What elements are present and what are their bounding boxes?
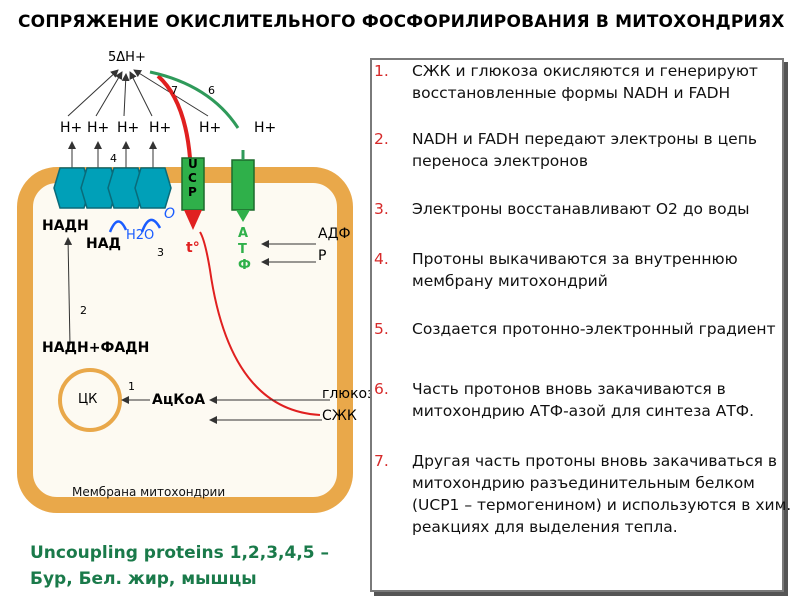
atp-return-curve [149, 70, 240, 129]
step-item: 7. Другая часть протоны вновь закачиватьс… [372, 450, 800, 538]
proton-label: H+ [117, 120, 140, 136]
water-label: Н2О [126, 228, 155, 243]
glucose-label: глюкоза [322, 386, 384, 402]
step-number: 3. [374, 200, 389, 218]
step-2-label: 2 [80, 304, 87, 317]
proton-label: H+ [60, 120, 83, 136]
step-text: Создается протонно-электронный градиент [412, 320, 776, 338]
ucp-letter: P [188, 185, 197, 199]
krebs-label: ЦК [78, 392, 98, 407]
atp-letter: Ф [238, 258, 251, 273]
uncoupling-note: Uncoupling proteins 1,2,3,4,5 – Бур, Бел… [30, 540, 329, 592]
krebs-cycle [58, 368, 122, 432]
fa-to-ucp-curve [199, 231, 321, 416]
step-item: 6. Часть протонов вновь закачиваются в ми… [372, 378, 800, 422]
page-title: СОПРЯЖЕНИЕ ОКИСЛИТЕЛЬНОГО ФОСФОРИЛИРОВАН… [18, 12, 785, 32]
step-text: Часть протонов вновь закачиваются в мито… [412, 380, 755, 420]
nadh-fadh-label: НАДН+ФАДН [42, 340, 150, 356]
adp-label: АДФ [318, 226, 351, 242]
atp-synthase [231, 159, 255, 211]
atp-letter: Т [238, 242, 247, 257]
ucp-letter: C [188, 171, 197, 185]
uncoupling-line: Бур, Бел. жир, мышцы [30, 569, 257, 589]
ucp-letter: U [188, 157, 198, 171]
gradient-label: 5ΔH+ [108, 50, 146, 65]
step-number: 6. [374, 380, 389, 398]
proton-label: H+ [87, 120, 110, 136]
step-6-label: 6 [208, 84, 215, 97]
step-number: 2. [374, 130, 389, 148]
proton-label: H+ [199, 120, 222, 136]
steps-panel: 1. СЖК и глюкоза окисляются и генерируют … [370, 58, 791, 592]
oxygen-label: О [164, 206, 176, 222]
step-item: 5. Создается протонно-электронный градиен… [372, 318, 800, 340]
step-number: 1. [374, 62, 389, 80]
step-number: 5. [374, 320, 389, 338]
membrane-label: Мембрана митохондрии [72, 485, 226, 499]
step-item: 3. Электроны восстанавливают O2 до воды [372, 198, 800, 220]
step-7-label: 7 [171, 84, 178, 97]
step-item: 4. Протоны выкачиваются за внутреннюю мем… [372, 248, 800, 292]
step-text: Электроны восстанавливают O2 до воды [412, 200, 750, 218]
step-number: 4. [374, 250, 389, 268]
step-item: 1. СЖК и глюкоза окисляются и генерируют … [372, 60, 800, 104]
step-text: СЖК и глюкоза окисляются и генерируют во… [412, 62, 758, 102]
nadh-label: НАДН [42, 218, 89, 234]
step-number: 7. [374, 452, 389, 470]
step-4-label: 4 [110, 152, 117, 165]
electron-transport-chain [53, 167, 172, 209]
ucp-return-curve [156, 74, 192, 159]
step-3-label: 3 [157, 246, 164, 259]
step-item: 2. NADH и FADH передают электроны в цепь … [372, 128, 800, 172]
phosphate-label: Р [318, 248, 327, 264]
atp-letter: А [238, 226, 249, 241]
heat-label: t° [186, 240, 200, 256]
step-text: NADH и FADH передают электроны в цепь пе… [412, 130, 757, 170]
step-1-label: 1 [128, 380, 135, 393]
nad-label: НАД [86, 236, 122, 252]
uncoupling-line: Uncoupling proteins 1,2,3,4,5 – [30, 543, 330, 563]
acetyl-coa-label: АцКоА [152, 392, 206, 408]
fatty-acid-label: СЖК [322, 408, 357, 424]
proton-label: H+ [149, 120, 172, 136]
step-text: Другая часть протоны вновь закачиваться … [412, 452, 792, 536]
proton-label: H+ [254, 120, 277, 136]
step-text: Протоны выкачиваются за внутреннюю мембр… [412, 250, 738, 290]
